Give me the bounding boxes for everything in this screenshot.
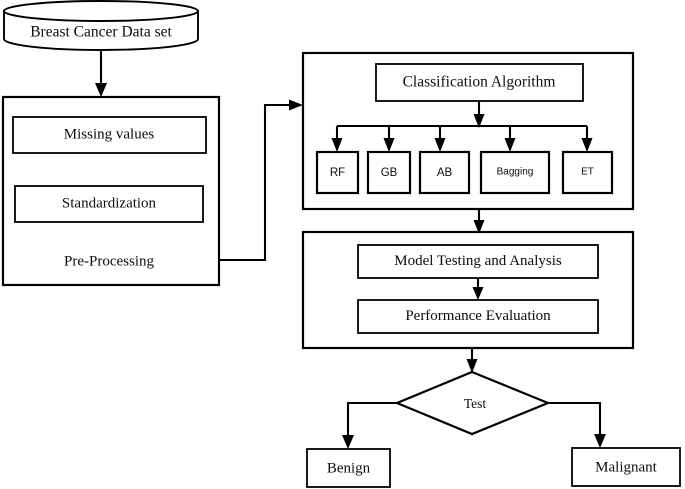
classifier-et-rect bbox=[561, 150, 614, 195]
classification-algorithm-box[interactable] bbox=[375, 63, 584, 102]
node-outcome-benign[interactable]: Benign bbox=[306, 448, 391, 488]
classifier-gb-rect bbox=[366, 150, 412, 195]
dataset-label: Breast Cancer Data set bbox=[30, 24, 172, 41]
edge-preprocessing-to-classification bbox=[219, 99, 303, 262]
classification-algorithm-label: Classification Algorithm bbox=[403, 74, 556, 91]
model-testing-box[interactable] bbox=[357, 244, 599, 279]
edge-dataset-to-preprocessing bbox=[95, 50, 107, 97]
node-evaluation-section[interactable]: Model Testing and Analysis Performance E… bbox=[301, 230, 635, 350]
node-dataset[interactable]: Breast Cancer Data set bbox=[3, 0, 199, 51]
missing-values-label: Missing values bbox=[64, 126, 155, 142]
edge-evaluation-to-decision bbox=[466, 348, 478, 373]
edge-decision-to-malignant bbox=[548, 401, 606, 448]
classifier-ab-label: AB bbox=[437, 167, 453, 179]
node-decision-test[interactable]: Test bbox=[394, 370, 551, 436]
node-outcome-malignant[interactable]: Malignant bbox=[571, 447, 681, 487]
missing-values-box[interactable] bbox=[12, 116, 207, 154]
decision-label: Test bbox=[464, 396, 487, 411]
classifier-stem-arrow bbox=[473, 114, 485, 128]
performance-evaluation-label: Performance Evaluation bbox=[405, 308, 551, 324]
malignant-label: Malignant bbox=[595, 459, 657, 475]
node-classification-section[interactable]: Classification Algorithm bbox=[301, 51, 635, 211]
dataset-cylinder-top bbox=[3, 0, 199, 22]
performance-evaluation-box[interactable] bbox=[357, 299, 599, 334]
preprocessing-label: Pre-Processing bbox=[64, 253, 154, 269]
classifier-bagging-rect bbox=[479, 150, 551, 195]
edge-classification-to-testing bbox=[473, 209, 485, 234]
classifier-bagging-label: Bagging bbox=[497, 167, 534, 178]
standardization-label: Standardization bbox=[62, 195, 157, 211]
classifier-box-gb[interactable]: GB bbox=[366, 150, 412, 195]
node-preprocessing[interactable]: Missing values Standardization Pre-Proce… bbox=[1, 95, 221, 287]
model-testing-label: Model Testing and Analysis bbox=[394, 253, 562, 269]
classifier-box-rf[interactable]: RF bbox=[315, 150, 360, 195]
classifier-rf-label: RF bbox=[330, 167, 345, 179]
classifier-box-et[interactable]: ET bbox=[561, 150, 614, 195]
classifier-box-bagging[interactable]: Bagging bbox=[479, 150, 551, 195]
classifier-rf-rect bbox=[315, 150, 360, 195]
edge-decision-to-benign bbox=[342, 401, 397, 449]
standardization-box[interactable] bbox=[14, 185, 204, 223]
decision-diamond bbox=[394, 370, 551, 436]
benign-box bbox=[306, 448, 391, 488]
classifier-ab-rect bbox=[418, 150, 471, 195]
benign-label: Benign bbox=[327, 460, 371, 476]
classifier-drop-lines bbox=[331, 126, 593, 152]
dataset-cylinder-body bbox=[3, 10, 199, 51]
classifier-box-ab[interactable]: AB bbox=[418, 150, 471, 195]
classifier-et-label: ET bbox=[581, 167, 594, 178]
malignant-box bbox=[571, 447, 681, 487]
classifier-gb-label: GB bbox=[381, 167, 398, 179]
